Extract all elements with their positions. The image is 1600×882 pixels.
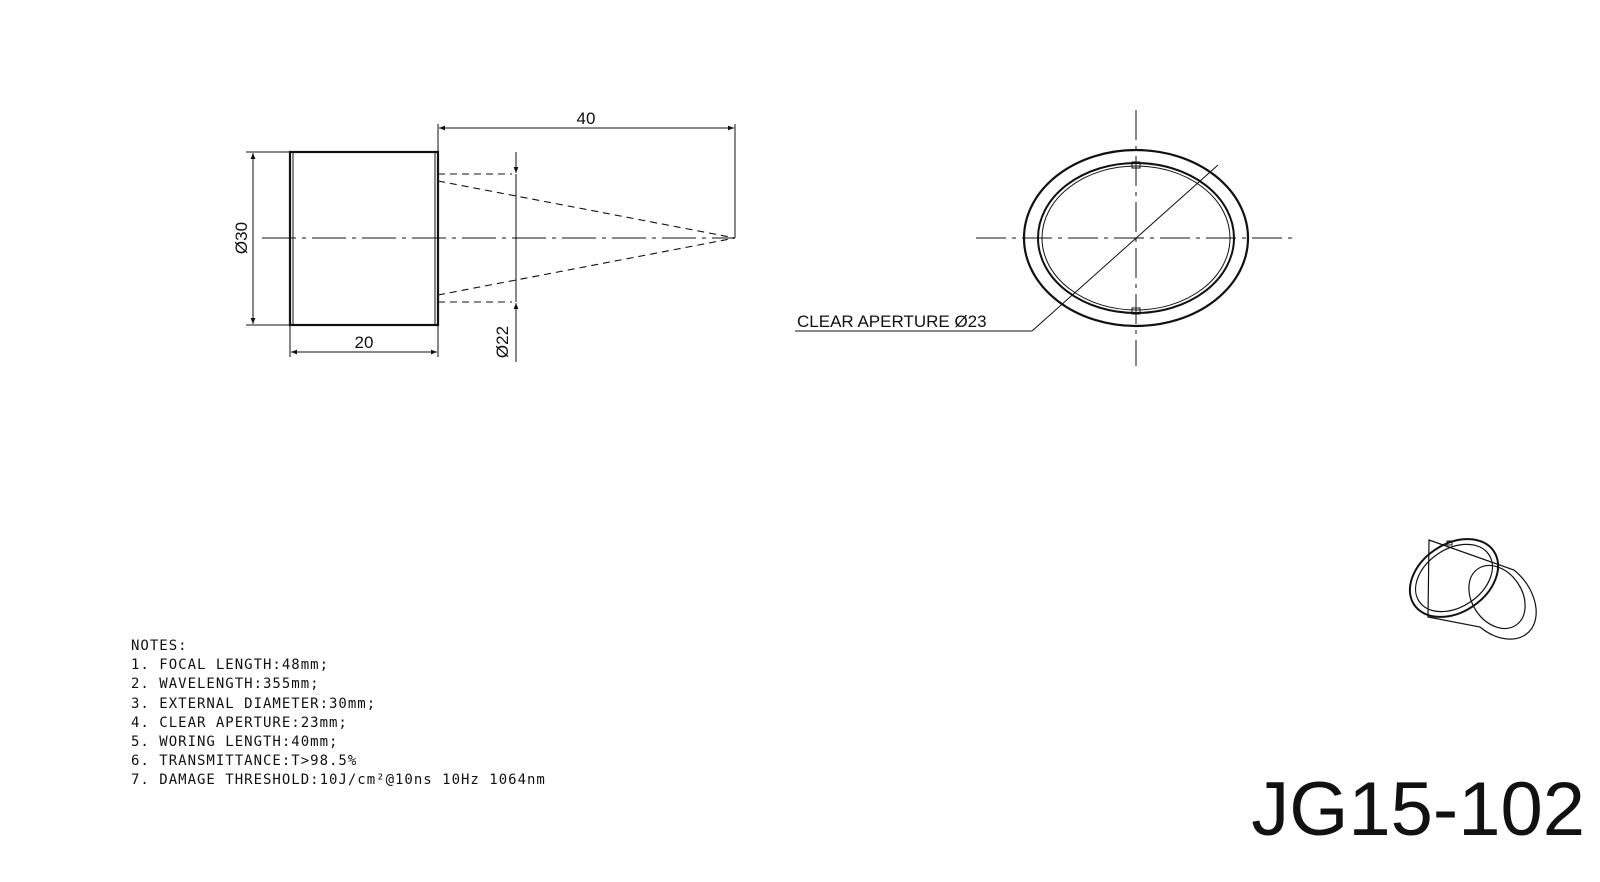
isometric-view: [1408, 538, 1537, 640]
note-item: 3. EXTERNAL DIAMETER:30mm;: [131, 695, 377, 712]
note-item: 7. DAMAGE THRESHOLD:10J/cm²@10ns 10Hz 10…: [131, 772, 546, 789]
iso-body-outline: [1427, 539, 1537, 640]
clear-aperture-circle: [1041, 165, 1231, 311]
iso-front-inner: [1414, 543, 1494, 613]
inner-rim: [1037, 162, 1235, 314]
beam-ray-lower: [437, 237, 736, 296]
notes-heading: NOTES:: [131, 638, 188, 654]
outer-rim: [1022, 148, 1250, 328]
part-number: JG15-102: [1251, 767, 1585, 852]
note-item: 5. WORING LENGTH:40mm;: [131, 734, 339, 751]
iso-front-rim: [1408, 538, 1500, 618]
note-item: 6. TRANSMITTANCE:T>98.5%: [131, 753, 358, 770]
dim-text-body-length: 20: [355, 333, 374, 352]
side-view: [246, 124, 736, 362]
dim-text-outer-diameter: Ø30: [232, 222, 251, 254]
dim-text-beam-diameter: Ø22: [493, 326, 512, 358]
iso-notch: [1446, 540, 1453, 546]
retaining-notch-bottom: [1131, 307, 1141, 315]
front-view: [795, 110, 1296, 366]
callout-leader: [1031, 164, 1219, 332]
dim-text-length: 40: [577, 109, 596, 128]
beam-ray-upper: [437, 180, 736, 239]
clear-aperture-callout: CLEAR APERTURE Ø23: [797, 312, 987, 331]
note-item: 2. WAVELENGTH:355mm;: [131, 676, 320, 693]
note-item: 1. FOCAL LENGTH:48mm;: [131, 657, 330, 674]
retaining-notch-top: [1131, 161, 1141, 169]
note-item: 4. CLEAR APERTURE:23mm;: [131, 714, 348, 731]
iso-back-rim: [1468, 564, 1526, 630]
notes-block: NOTES: 1. FOCAL LENGTH:48mm; 2. WAVELENG…: [131, 637, 751, 797]
